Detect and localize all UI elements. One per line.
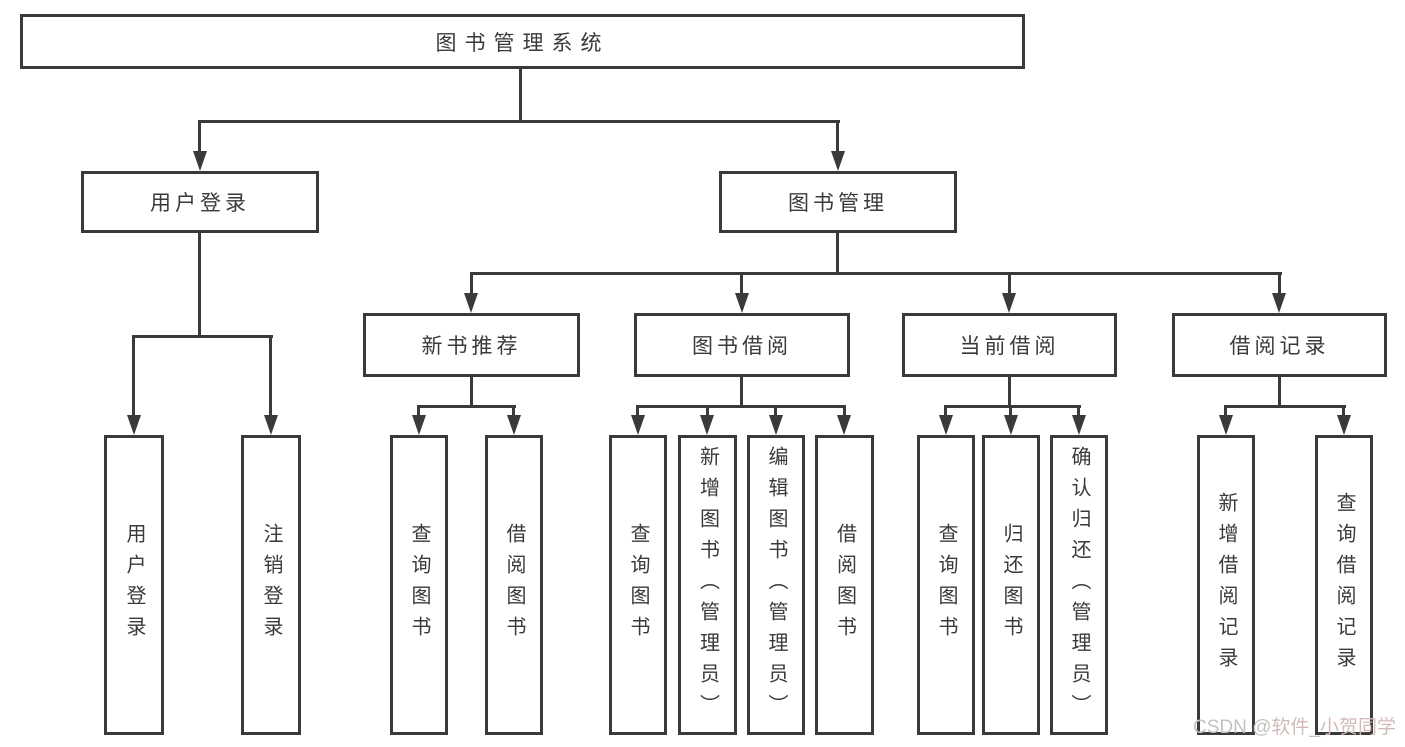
- connector-stub: [774, 405, 777, 418]
- connector-stub: [1224, 405, 1227, 418]
- leaf-current-query: 查询图书: [917, 435, 975, 735]
- leaf-borrow-borrow: 借阅图书: [815, 435, 874, 735]
- connector-book-drop: [836, 233, 839, 275]
- node-user-login: 用户登录: [81, 171, 319, 233]
- connector-stub: [1342, 405, 1345, 418]
- arrowhead-down-icon: [1072, 415, 1086, 435]
- connector-current-rail: [944, 405, 1081, 408]
- connector-stub: [836, 120, 839, 153]
- connector-stub: [269, 335, 272, 418]
- arrowhead-down-icon: [631, 415, 645, 435]
- node-current-borrow: 当前借阅: [902, 313, 1117, 377]
- leaf-current-return: 归还图书: [982, 435, 1040, 735]
- connector-stub: [417, 405, 420, 418]
- arrowhead-down-icon: [1272, 293, 1286, 313]
- arrowhead-down-icon: [831, 151, 845, 171]
- connector-stub: [132, 335, 135, 418]
- leaf-borrow-query: 查询图书: [609, 435, 667, 735]
- connector-stub: [198, 120, 201, 153]
- arrowhead-down-icon: [127, 415, 141, 435]
- connector-stub: [944, 405, 947, 418]
- arrowhead-down-icon: [193, 151, 207, 171]
- node-new-books: 新书推荐: [363, 313, 580, 377]
- connector-stub: [470, 272, 473, 296]
- connector-stub: [512, 405, 515, 418]
- connector-records-drop: [1278, 377, 1281, 408]
- arrowhead-down-icon: [735, 293, 749, 313]
- connector-borrow-drop: [740, 377, 743, 408]
- leaf-records-add: 新增借阅记录: [1197, 435, 1255, 735]
- arrowhead-down-icon: [1219, 415, 1233, 435]
- arrowhead-down-icon: [412, 415, 426, 435]
- arrowhead-down-icon: [1337, 415, 1351, 435]
- node-borrow-records: 借阅记录: [1172, 313, 1387, 377]
- connector-records-rail: [1224, 405, 1346, 408]
- node-root: 图书管理系统: [20, 14, 1025, 69]
- connector-newbooks-rail: [417, 405, 516, 408]
- arrowhead-down-icon: [837, 415, 851, 435]
- connector-stub: [1009, 405, 1012, 418]
- connector-stub: [843, 405, 846, 418]
- leaf-newbooks-borrow: 借阅图书: [485, 435, 543, 735]
- connector-user-drop: [198, 233, 201, 338]
- connector-root-drop: [519, 69, 522, 122]
- leaf-records-query: 查询借阅记录: [1315, 435, 1373, 735]
- leaf-current-confirm-admin: 确认归还（管理员）: [1050, 435, 1108, 735]
- connector-current-drop: [1008, 377, 1011, 408]
- connector-stub: [636, 405, 639, 418]
- connector-newbooks-drop: [470, 377, 473, 408]
- leaf-user-login: 用户登录: [104, 435, 164, 735]
- node-book-borrow: 图书借阅: [634, 313, 850, 377]
- arrowhead-down-icon: [939, 415, 953, 435]
- connector-stub: [1008, 272, 1011, 296]
- connector-root-rail: [198, 120, 840, 123]
- connector-stub: [1278, 272, 1281, 296]
- arrowhead-down-icon: [700, 415, 714, 435]
- connector-stub: [706, 405, 709, 418]
- connector-stub: [740, 272, 743, 296]
- connector-user-rail: [132, 335, 273, 338]
- connector-book-rail: [470, 272, 1282, 275]
- arrowhead-down-icon: [769, 415, 783, 435]
- leaf-borrow-add-admin: 新增图书（管理员）: [678, 435, 737, 735]
- arrowhead-down-icon: [264, 415, 278, 435]
- arrowhead-down-icon: [464, 293, 478, 313]
- arrowhead-down-icon: [1002, 293, 1016, 313]
- arrowhead-down-icon: [1004, 415, 1018, 435]
- connector-borrow-rail: [636, 405, 846, 408]
- node-book-management: 图书管理: [719, 171, 957, 233]
- connector-stub: [1077, 405, 1080, 418]
- arrowhead-down-icon: [507, 415, 521, 435]
- leaf-logout: 注销登录: [241, 435, 301, 735]
- leaf-newbooks-query: 查询图书: [390, 435, 448, 735]
- leaf-borrow-edit-admin: 编辑图书（管理员）: [747, 435, 805, 735]
